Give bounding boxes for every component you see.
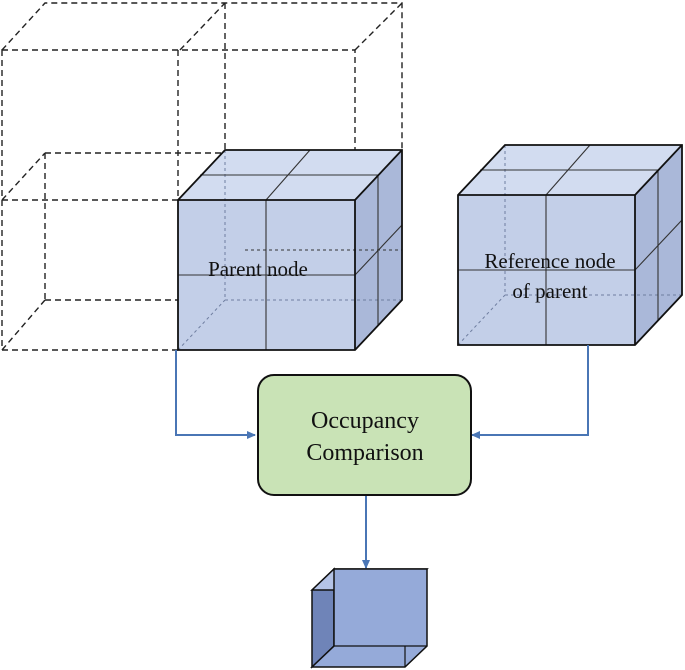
reference-node-label-line1: Reference node [484, 249, 615, 273]
comparison-label-line1: Occupancy [311, 408, 419, 434]
grandparent-node-dashed-outline [1, 2, 403, 351]
flow-arrows [175, 345, 589, 569]
reference-node-label-line2: of parent [512, 279, 587, 303]
reference-node-cube: Reference node of parent [457, 144, 683, 346]
parent-node-cube: Parent node [177, 149, 403, 351]
parent-to-comparison-arrow [175, 350, 256, 439]
occupancy-comparison-box: Occupancy Comparison [257, 374, 472, 496]
comparison-label-line2: Comparison [306, 440, 423, 466]
result-cube [310, 567, 429, 669]
parent-node-label: Parent node [208, 257, 308, 281]
reference-to-comparison-arrow [471, 345, 589, 439]
